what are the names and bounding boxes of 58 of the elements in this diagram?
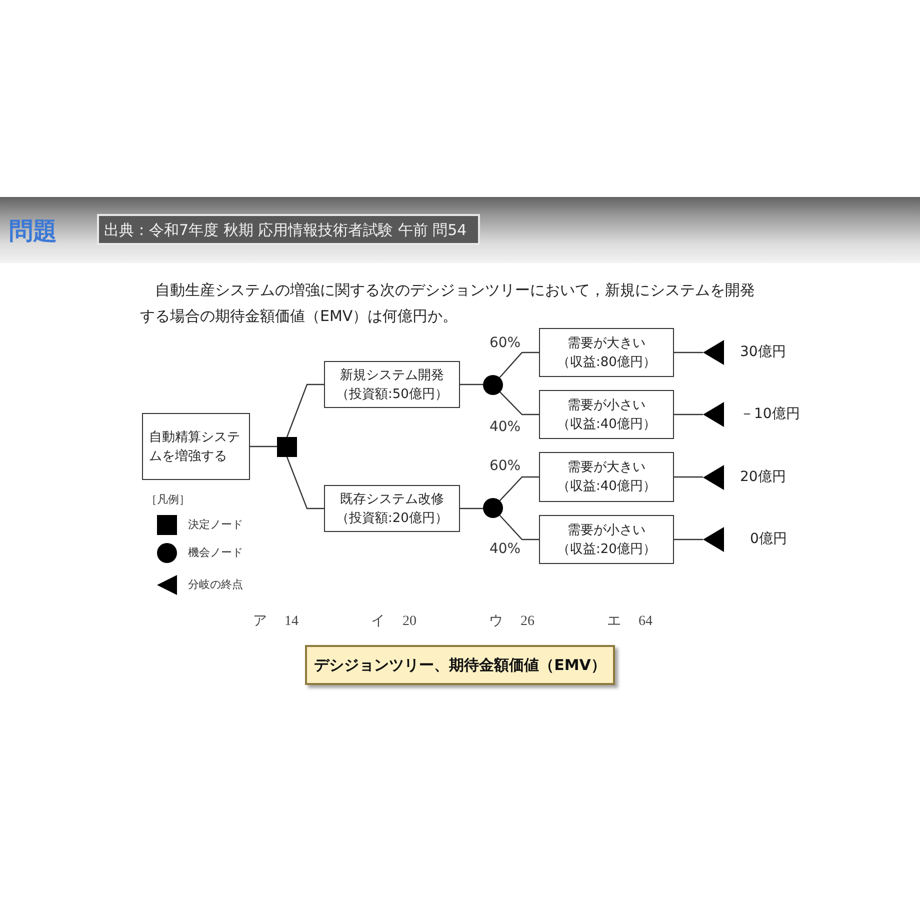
- connector-line: [286, 384, 324, 438]
- process-box: [142, 413, 250, 480]
- node-detail: （収益:20億円）: [557, 540, 656, 558]
- topic-box: [305, 645, 615, 685]
- page-title: 問題: [9, 217, 57, 245]
- answer-option: ア 14: [253, 613, 298, 631]
- connector-line: [499, 515, 539, 540]
- end-triangle: [703, 465, 724, 490]
- answer-option: イ 20: [371, 613, 416, 631]
- node-detail: （投資額:20億円）: [336, 510, 448, 528]
- end-triangle: [703, 402, 724, 427]
- connector-line: [499, 476, 539, 502]
- legend-text: 分岐の終点: [188, 577, 243, 593]
- node-title: 新規システム開発: [340, 366, 444, 384]
- legend-text: 決定ノード: [188, 517, 243, 533]
- process-box: [539, 452, 674, 502]
- connector-line: [500, 392, 539, 416]
- answer-option: ウ 26: [489, 613, 534, 631]
- node-detail: （収益:80億円）: [557, 354, 656, 372]
- connector-line: [250, 446, 277, 448]
- connector-line: [674, 352, 703, 354]
- end-triangle: [703, 527, 724, 552]
- node-title: 自動精算システムを増強する: [149, 428, 241, 466]
- payoff-value: 20億円: [740, 468, 786, 486]
- payoff-value: －10億円: [740, 405, 800, 423]
- connector-line: [460, 508, 483, 510]
- decision-square: [277, 437, 297, 457]
- legend-heading: ［凡例］: [146, 492, 190, 508]
- node-detail: （収益:40億円）: [557, 416, 656, 434]
- connector-line: [674, 476, 703, 478]
- node-title: 需要が大きい: [568, 334, 646, 352]
- connector-line: [460, 384, 483, 386]
- node-detail: （投資額:50億円）: [336, 386, 448, 404]
- node-title: 需要が大きい: [568, 459, 646, 477]
- source-box: [97, 214, 480, 245]
- source-text: 出典：令和7年度 秋期 応用情報技術者試験 午前 問54: [104, 220, 467, 240]
- legend-text: 機会ノード: [188, 545, 243, 561]
- question-text: 自動生産システムの増強に関する次のデシジョンツリーにおいて，新規にシステムを開発する場合の期待金額価値（EMV）は何億円か。: [140, 280, 756, 327]
- answer-option: エ 64: [607, 613, 652, 631]
- node-title: 需要が小さい: [568, 522, 646, 540]
- node-detail: （収益:40億円）: [557, 478, 656, 496]
- topic-text: デシジョンツリー、期待金額価値（EMV）: [314, 656, 606, 674]
- chance-circle: [483, 375, 503, 395]
- end-triangle: [703, 340, 724, 365]
- process-box: [324, 361, 460, 408]
- process-box: [324, 485, 460, 532]
- process-box: [539, 328, 674, 377]
- connector-line: [674, 414, 703, 416]
- process-box: [539, 390, 674, 439]
- connector-line: [499, 352, 539, 378]
- connector-line: [286, 456, 324, 510]
- connector-line: [674, 538, 703, 540]
- node-title: 需要が小さい: [568, 396, 646, 414]
- process-box: [539, 515, 674, 564]
- node-title: 既存システム改修: [340, 490, 444, 508]
- payoff-value: 0億円: [750, 530, 787, 548]
- payoff-value: 30億円: [740, 343, 786, 361]
- chance-circle: [483, 498, 503, 518]
